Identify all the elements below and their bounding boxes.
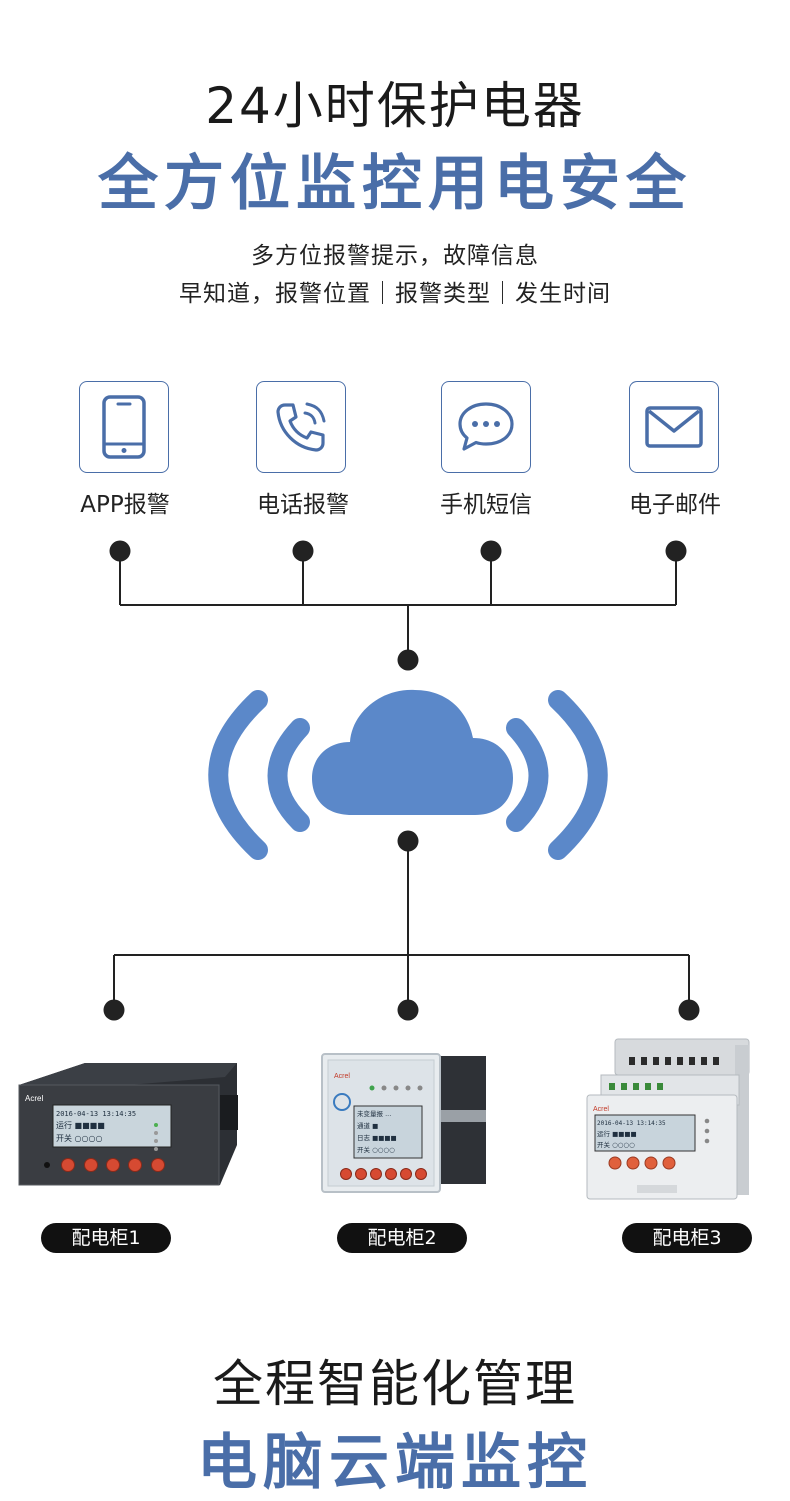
description-line-2: 早知道，报警位置｜报警类型｜发生时间 <box>179 281 611 307</box>
device-2-brand: Acrel <box>334 1073 350 1080</box>
device-2-screen-line: 通道 ■ <box>357 1121 378 1130</box>
device-2-buttons <box>340 1168 427 1180</box>
footer-title: 电脑云端监控 <box>197 1428 593 1498</box>
connector-dots <box>103 540 700 1021</box>
device-1-screen-line: 2016-04-13 13:14:35 <box>56 1110 136 1118</box>
sms-alarm-tile <box>441 381 531 473</box>
device-3-screen-line: 运行 ■■■■ <box>597 1129 637 1138</box>
cloud-signal-icon <box>208 689 608 860</box>
device-1-screen-line: 运行 ■■■■ <box>56 1120 105 1130</box>
device-3-screen-line: 开关 ○○○○ <box>597 1140 635 1149</box>
device-3-brand: Acrel <box>593 1106 609 1113</box>
device-3-image: Acrel 2016-04-13 13:14:35 运行 ■■■■ 开关 ○○○… <box>586 1038 750 1200</box>
mail-icon <box>645 406 703 448</box>
device-3-screen-line: 2016-04-13 13:14:35 <box>597 1120 666 1127</box>
device-3-buttons <box>608 1156 676 1170</box>
phone-call-icon <box>276 402 326 452</box>
network-diagram <box>103 540 700 1021</box>
email-alarm-tile <box>629 381 719 473</box>
phone-alarm-tile <box>256 381 346 473</box>
description-line-1: 多方位报警提示，故障信息 <box>251 243 539 269</box>
device-2-screen-line: 未变量报 ... <box>357 1109 391 1118</box>
alert-label-app: APP报警 <box>80 492 170 518</box>
headline: 24小时保护电器 <box>205 77 585 135</box>
app-alarm-tile <box>79 381 169 473</box>
main-title: 全方位监控用电安全 <box>98 149 692 219</box>
device-label-3: 配电柜3 <box>622 1223 752 1253</box>
device-2-screen-line: 日志 ■■■■ <box>357 1133 397 1142</box>
device-2-screen-line: 开关 ○○○○ <box>357 1145 395 1154</box>
device-1-image: Acrel 2016-04-13 13:14:35 运行 ■■■■ 开关 ○○○… <box>18 1063 238 1186</box>
chat-bubble-icon <box>458 402 514 451</box>
alert-label-sms: 手机短信 <box>440 492 532 518</box>
device-1-brand: Acrel <box>25 1094 43 1103</box>
device-label-1: 配电柜1 <box>41 1223 171 1253</box>
alert-label-email: 电子邮件 <box>629 492 721 518</box>
device-2-image: Acrel 未变量报 ... 通道 ■ 日志 ■■■■ 开关 ○○○○ <box>321 1053 486 1193</box>
smartphone-icon <box>102 395 146 459</box>
device-1-screen-line: 开关 ○○○○ <box>56 1133 102 1143</box>
footer-headline: 全程智能化管理 <box>213 1355 577 1413</box>
alert-label-phone: 电话报警 <box>257 492 349 518</box>
device-label-2: 配电柜2 <box>337 1223 467 1253</box>
device-1-buttons <box>61 1158 165 1172</box>
